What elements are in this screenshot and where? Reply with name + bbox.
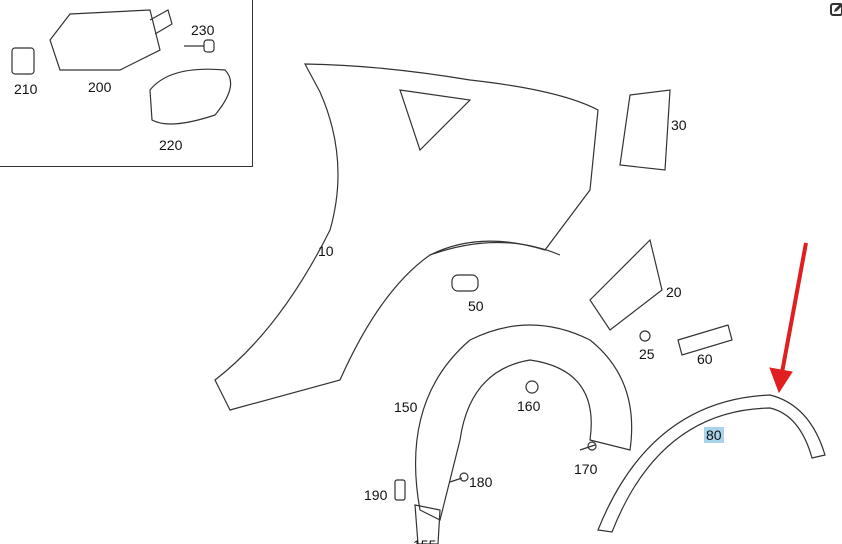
label-220: 220 [159, 137, 183, 153]
label-20: 20 [666, 284, 682, 300]
label-150: 150 [394, 399, 418, 415]
label-30: 30 [671, 117, 687, 133]
part-200-drawing [49, 9, 173, 71]
part-50-drawing [451, 274, 479, 292]
label-170: 170 [574, 461, 598, 477]
edit-icon[interactable] [830, 2, 842, 16]
label-10: 10 [318, 243, 334, 259]
part-190-drawing [394, 479, 406, 501]
red-pointer-arrow [769, 242, 808, 394]
part-80-drawing [597, 394, 826, 533]
label-50: 50 [468, 298, 484, 314]
label-60: 60 [697, 351, 713, 367]
part-170-drawing [579, 441, 597, 451]
label-210: 210 [14, 81, 38, 97]
label-190: 190 [364, 487, 388, 503]
part-180-drawing [449, 472, 469, 483]
part-150-drawing [414, 324, 633, 521]
part-25-drawing [639, 330, 651, 342]
inset-box-fuel-door [0, 0, 253, 167]
label-200: 200 [88, 79, 112, 95]
part-30-drawing [619, 89, 671, 171]
label-25: 25 [639, 346, 655, 362]
part-20-drawing [589, 238, 663, 331]
part-230-drawing [184, 39, 215, 53]
label-160: 160 [517, 398, 541, 414]
part-210-drawing [11, 47, 35, 75]
label-230: 230 [191, 22, 215, 38]
label-180: 180 [469, 474, 493, 490]
part-160-drawing [525, 380, 539, 394]
part-60-drawing [677, 324, 733, 356]
label-155: 155 [413, 537, 436, 544]
label-80-highlighted: 80 [704, 427, 724, 443]
part-155-drawing [414, 504, 441, 544]
part-220-drawing [149, 68, 232, 125]
part-10-drawing [214, 63, 599, 411]
